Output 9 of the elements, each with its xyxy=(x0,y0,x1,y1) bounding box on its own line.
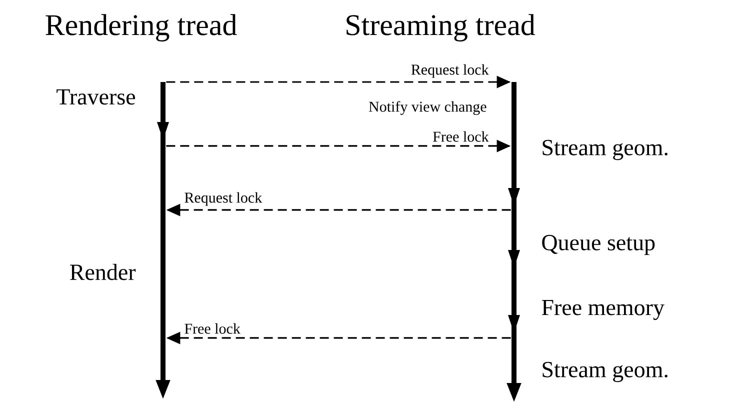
note-label: Notify view change xyxy=(368,101,486,115)
edge-label: Free lock xyxy=(432,130,490,143)
edge-label: Free lock xyxy=(183,322,242,335)
edge-label: Request lock xyxy=(410,63,490,79)
thread-heading: Streaming tread xyxy=(346,14,536,42)
phase-label: Render xyxy=(70,264,136,280)
edge-label: Request lock xyxy=(183,191,264,207)
phase-label: Traverse xyxy=(56,89,136,105)
thread-heading: Rendering tread xyxy=(46,14,237,42)
